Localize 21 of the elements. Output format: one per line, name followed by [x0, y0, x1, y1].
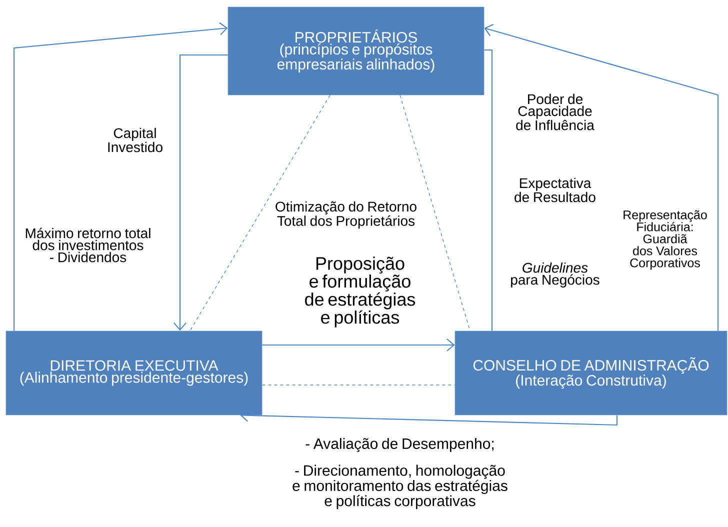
edge-label: Proposição e formulação de estratégias e políticas [305, 256, 416, 328]
edge-label: Representação Fiduciária: Guardiã dos Valores Corporativos [624, 210, 707, 270]
connector-line [190, 94, 330, 332]
edge-label: Poder de Capacidade de Influência [516, 94, 594, 130]
arrow [13, 22, 228, 331]
text-label: Guidelines para Negócios [511, 262, 600, 288]
process-box: PROPRIETÁRIOS (princípios e propósitos empresariais alinhados) [228, 6, 484, 96]
text-label: - Direcionamento, homologação e monitoramento das estratégias e políticas corporativas [292, 464, 508, 510]
arrow [484, 24, 719, 331]
arrow [262, 338, 455, 352]
edge-label: Máximo retorno total dos investimentos - Dividendos [26, 228, 150, 262]
arrow [174, 54, 228, 331]
text-label: Otimização do Retorno Total dos Proprietários [276, 201, 416, 229]
connector-line [484, 49, 493, 331]
arrow [240, 408, 618, 426]
edge-label: Capital Investido [108, 128, 162, 152]
edge-label: - Avaliação de Desempenho; [306, 438, 494, 452]
text-label: Expectativa de Resultado [514, 178, 596, 202]
connector-line [262, 384, 456, 386]
process-box: DIRETORIA EXECUTIVA (Alinhamento presidente-gestores) [6, 330, 262, 416]
process-box: CONSELHO DE ADMINISTRAÇÃO (Interação Construtiva) [454, 330, 728, 416]
